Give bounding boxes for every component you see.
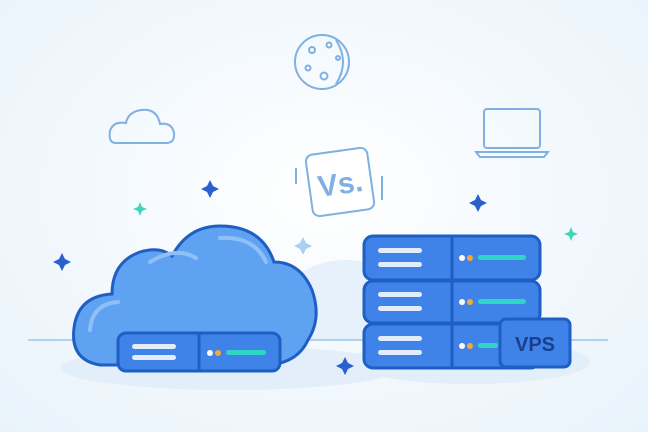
cloud-outline-icon	[108, 108, 176, 144]
vps-badge: VPS	[498, 317, 572, 369]
vps-badge-text: VPS	[515, 334, 555, 356]
cloud-shape	[72, 224, 318, 367]
vs-badge-text: Vs.	[316, 165, 365, 204]
vps-server-unit-bottom	[362, 322, 542, 370]
vps-server-unit-middle	[362, 279, 542, 325]
vps-server-stack	[362, 234, 542, 370]
sparkle-star-icon	[53, 180, 578, 375]
cloud-server-unit	[116, 331, 282, 373]
vs-badge: Vs.	[295, 146, 383, 218]
vps-server-unit-top	[362, 234, 542, 282]
laptop-icon	[473, 108, 551, 158]
moon-icon	[294, 34, 350, 90]
